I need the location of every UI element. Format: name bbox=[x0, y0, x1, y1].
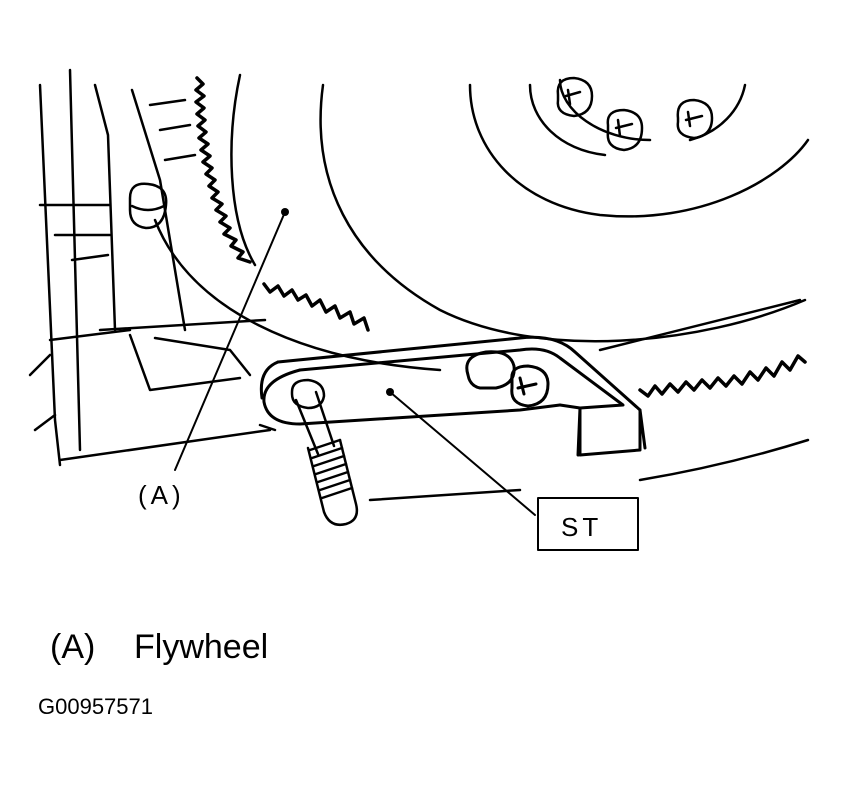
leader-dot-st bbox=[386, 388, 394, 396]
legend: (A) Flywheel bbox=[50, 628, 268, 667]
legend-key: (A) bbox=[50, 628, 96, 666]
flywheel-bolts bbox=[556, 76, 714, 152]
figure-id: G00957571 bbox=[38, 694, 153, 719]
housing-outline bbox=[28, 68, 277, 467]
leader-dot-a bbox=[281, 208, 289, 216]
leader-lines bbox=[174, 211, 536, 516]
tool-bolt bbox=[290, 378, 359, 526]
callout-a-label: (A) bbox=[138, 480, 185, 510]
ring-gear-teeth bbox=[194, 76, 807, 398]
callout-st-box bbox=[537, 497, 639, 551]
legend-label: Flywheel bbox=[134, 628, 269, 666]
flywheel bbox=[153, 73, 810, 502]
callout-st-label: ST bbox=[561, 512, 602, 542]
special-tool bbox=[259, 335, 647, 457]
flywheel-illustration: (A) ST bbox=[28, 68, 810, 551]
housing-bolt bbox=[128, 182, 168, 230]
